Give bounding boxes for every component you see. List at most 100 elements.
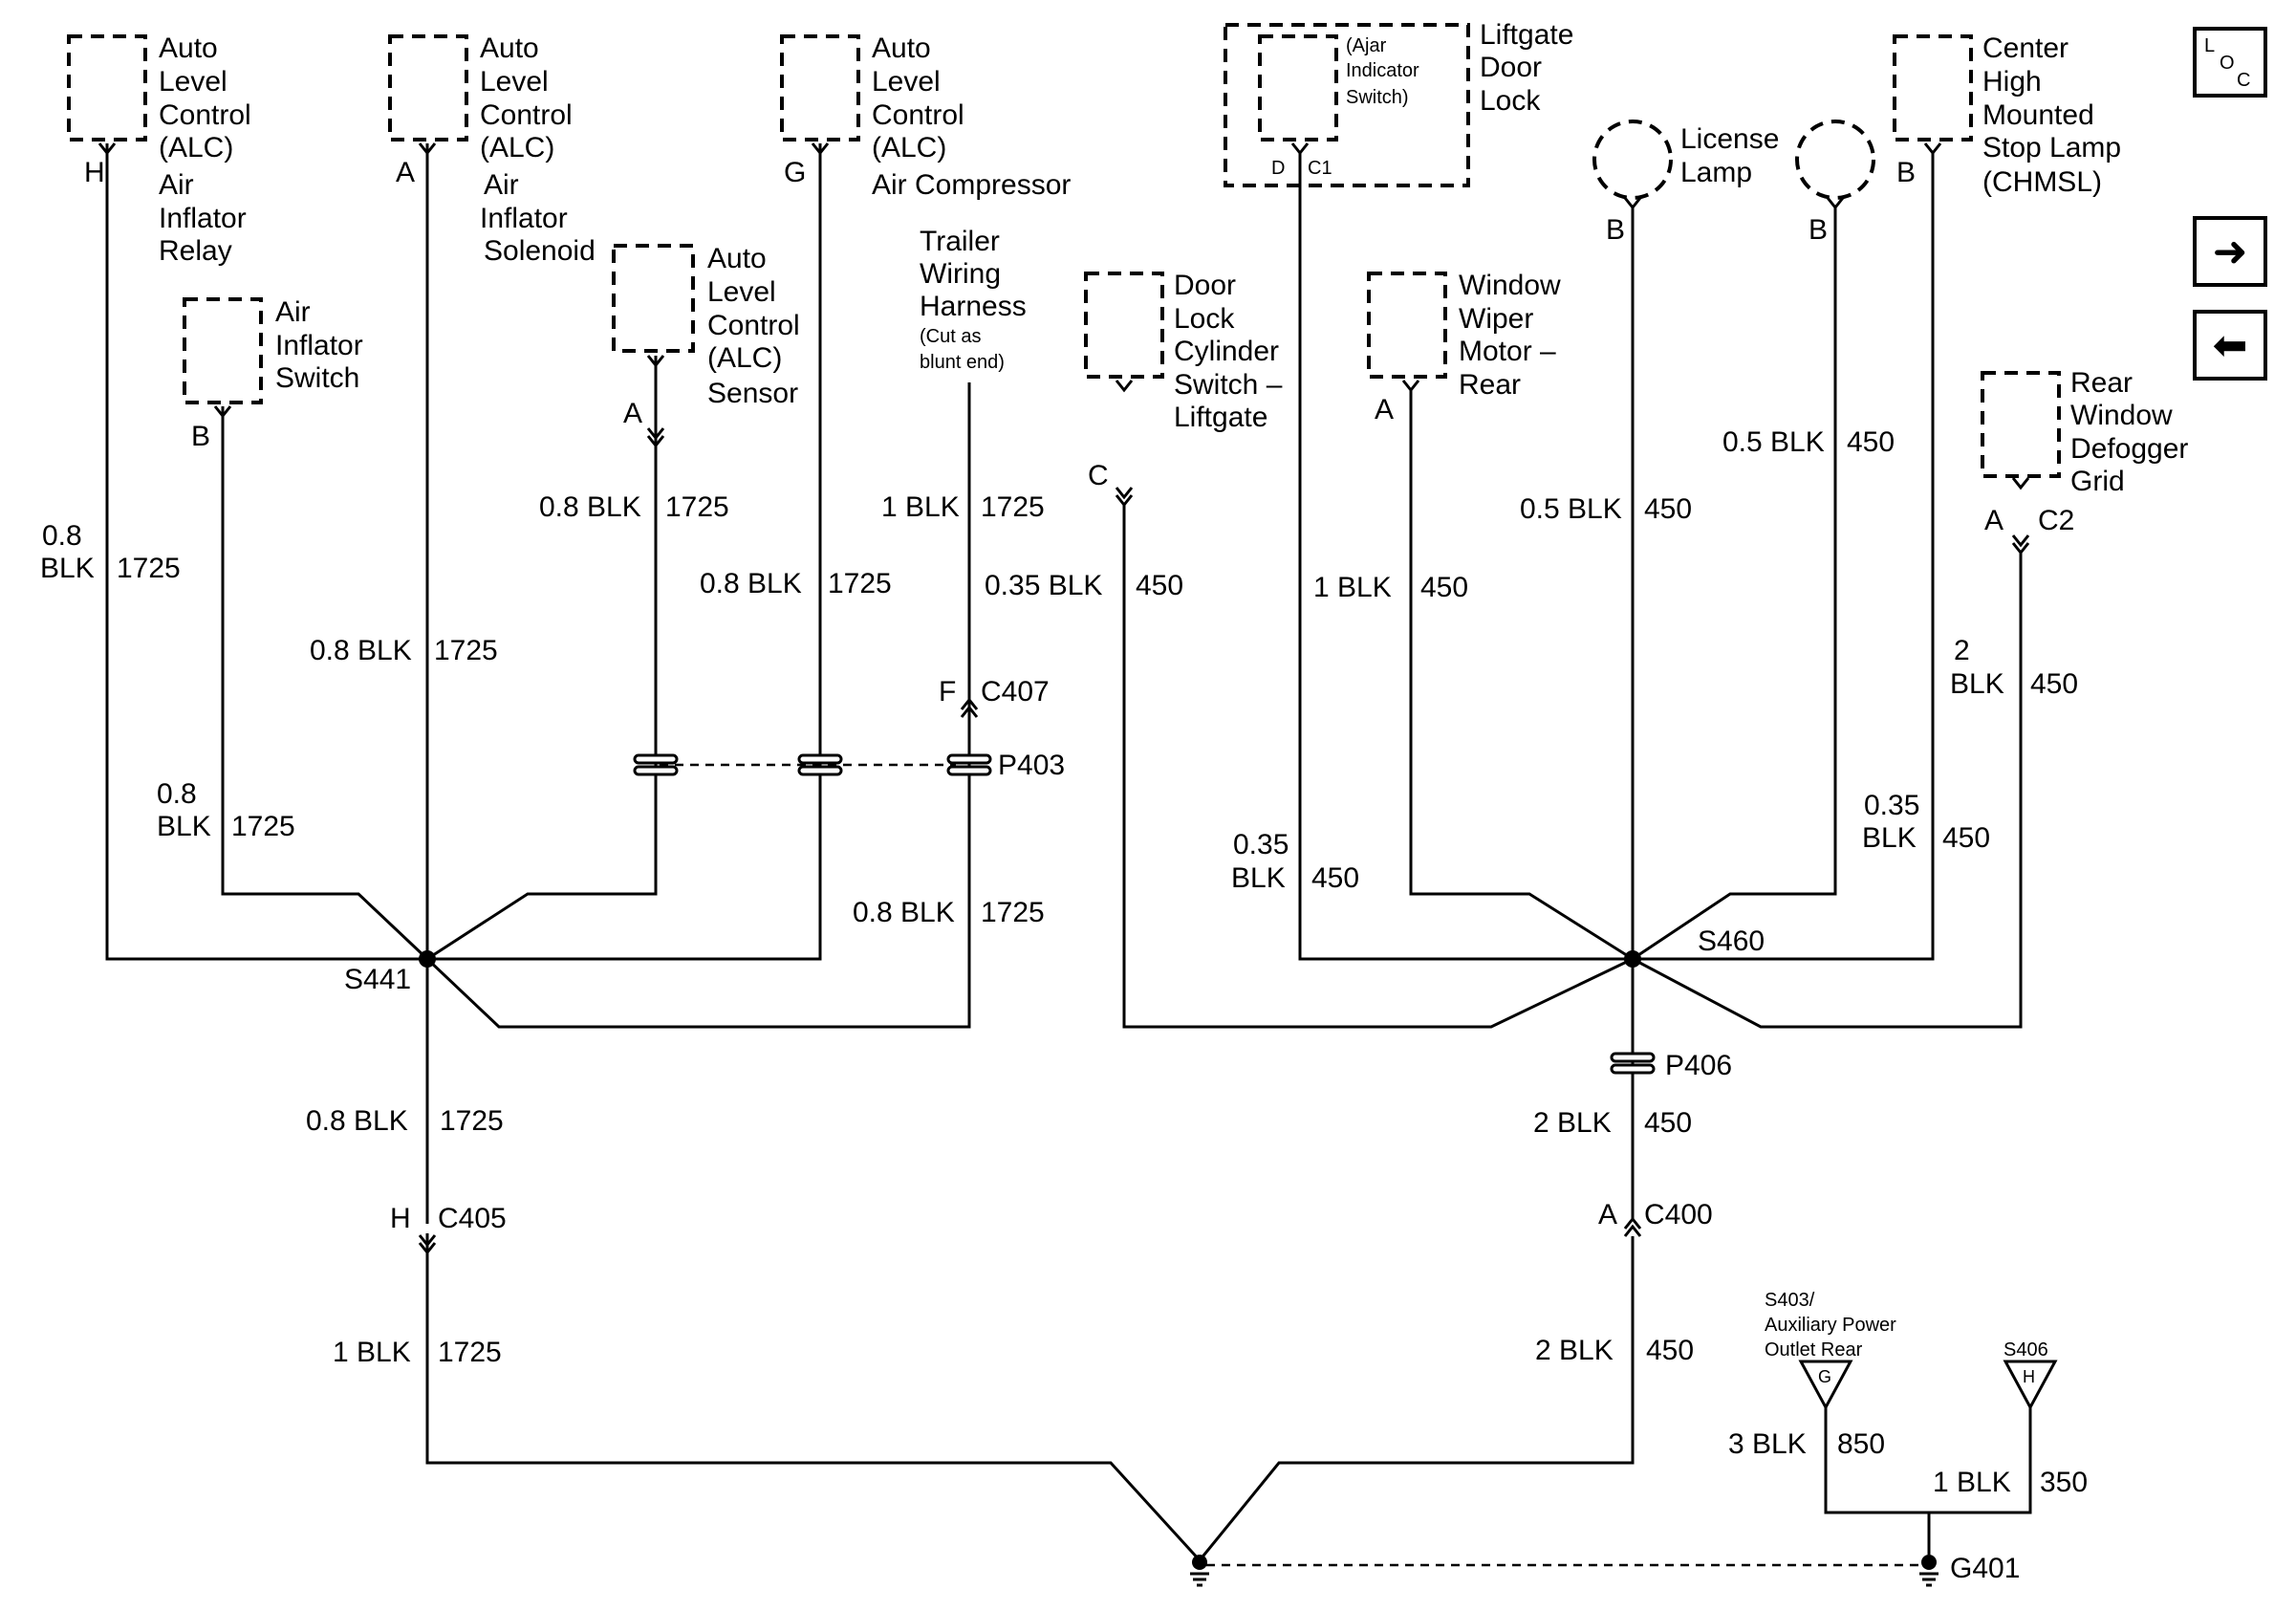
- wires-left: [105, 143, 1202, 1562]
- wire-c400-to-ground: [1198, 1236, 1635, 1561]
- splice-s460-dot: [1624, 950, 1641, 968]
- component-rear-window-defogger-grid: A C2 Rear Window Defogger Grid: [1981, 367, 2197, 536]
- wire-door-lock: [1122, 505, 1634, 1029]
- svg-text:A: A: [1984, 505, 2004, 536]
- svg-text:G: G: [1818, 1367, 1831, 1386]
- svg-text:Auto Level Control: Auto Level Control (ALC) Air Inflator So…: [480, 33, 596, 267]
- svg-text:A: A: [1598, 1199, 1617, 1230]
- svg-text:A: A: [1375, 394, 1394, 425]
- wire-c405-to-ground: [425, 1233, 1202, 1562]
- svg-text:450: 450: [1311, 862, 1359, 894]
- svg-text:0.8 BLK: 0.8 BLK: [700, 568, 802, 599]
- svg-text:0.35 BLK: 0.35 BLK: [985, 570, 1102, 601]
- svg-text:450: 450: [1644, 493, 1692, 525]
- svg-text:1725: 1725: [117, 553, 181, 584]
- next-page-button[interactable]: ➜: [2193, 216, 2267, 287]
- svg-text:0.8: 0.8: [42, 520, 82, 552]
- svg-text:0.5 BLK: 0.5 BLK: [1722, 426, 1825, 458]
- svg-text:Door Lock Cylinder: Door Lock Cylinder Switch – Liftgate: [1174, 270, 1290, 433]
- svg-text:450: 450: [2030, 668, 2078, 700]
- component-chmsl: B Center High Mounted Stop Lamp (CHMSL): [1893, 33, 2129, 198]
- svg-text:C: C: [1088, 460, 1109, 491]
- svg-text:1725: 1725: [231, 811, 295, 842]
- svg-text:1 BLK: 1 BLK: [333, 1337, 411, 1368]
- svg-text:450: 450: [1136, 570, 1183, 601]
- wire-trailer: [425, 382, 971, 1029]
- svg-text:Auto Level Control: Auto Level Control (ALC) Sensor: [707, 243, 808, 409]
- svg-text:350: 350: [2040, 1467, 2088, 1498]
- svg-text:License Lamp: License Lamp: [1680, 123, 1787, 188]
- svg-text:H: H: [84, 157, 105, 188]
- svg-text:D: D: [1271, 158, 1285, 179]
- svg-text:O: O: [2220, 53, 2235, 74]
- loc-button[interactable]: L O C: [2193, 27, 2267, 98]
- svg-text:0.8 BLK: 0.8 BLK: [539, 491, 641, 523]
- wire-wiper: [1409, 390, 1634, 961]
- component-door-lock-cylinder-switch: C Door Lock Cylinder Switch – Liftgate: [1084, 270, 1290, 491]
- svg-text:1725: 1725: [828, 568, 892, 599]
- connector-labels: F C407 P403 H C405 A C400 P406 S441 S460: [344, 676, 1765, 1234]
- svg-text:S406: S406: [2004, 1339, 2048, 1361]
- svg-text:G401: G401: [1950, 1553, 2020, 1584]
- svg-text:Rear Window Defogg: Rear Window Defogger Grid: [2070, 367, 2197, 497]
- ground-g401: G401: [1190, 1553, 2020, 1587]
- svg-text:(Cut as blunt end): (Cut as blunt end): [920, 326, 1005, 373]
- ref-s406: S406 H: [1929, 1339, 2058, 1514]
- wire-sensor: [426, 356, 658, 961]
- svg-text:0.5 BLK: 0.5 BLK: [1520, 493, 1622, 525]
- svg-text:1 BLK: 1 BLK: [1313, 572, 1392, 603]
- svg-text:450: 450: [1847, 426, 1895, 458]
- svg-text:Trailer Wiring Har: Trailer Wiring Harness: [920, 226, 1027, 322]
- svg-text:BLK: BLK: [1862, 822, 1917, 854]
- svg-text:P403: P403: [998, 750, 1065, 781]
- svg-text:C407: C407: [981, 676, 1050, 708]
- svg-text:450: 450: [1644, 1107, 1692, 1139]
- svg-text:450: 450: [1646, 1335, 1694, 1366]
- svg-text:Center High Mounte: Center High Mounted Stop Lamp (CHMSL): [1982, 33, 2129, 198]
- svg-text:Auto Level Control: Auto Level Control (ALC) Air Compressor: [872, 33, 1071, 201]
- wire-labels: 0.8 BLK 1725 0.8 BLK 1725 0.8 BLK 1725 0…: [40, 426, 2088, 1498]
- arrow-right-icon: ➜: [2213, 229, 2248, 275]
- svg-text:850: 850: [1837, 1428, 1885, 1460]
- svg-text:BLK: BLK: [1231, 862, 1286, 894]
- component-liftgate-door-lock: (Ajar Indicator Switch) D C1 Liftgate Do…: [1224, 19, 1582, 187]
- wire-switch: [221, 406, 429, 961]
- component-alc-sensor: A Auto Level Control (ALC) Sensor: [612, 243, 808, 429]
- component-alc-air-inflator-solenoid: A Auto Level Control (ALC) Air Inflator …: [388, 33, 596, 267]
- svg-text:(Ajar Indicator Sw: (Ajar Indicator Switch): [1346, 35, 1424, 108]
- component-rear-window-wiper-motor: A Window Wiper Motor – Rear: [1367, 270, 1561, 425]
- svg-text:0.35: 0.35: [1864, 790, 1919, 821]
- svg-text:1 BLK: 1 BLK: [881, 491, 960, 523]
- svg-text:1725: 1725: [438, 1337, 502, 1368]
- svg-text:BLK: BLK: [40, 553, 95, 584]
- previous-page-button[interactable]: ⬅: [2193, 310, 2267, 381]
- svg-text:0.8: 0.8: [157, 778, 197, 810]
- svg-text:1725: 1725: [981, 897, 1045, 928]
- svg-text:C1: C1: [1308, 158, 1332, 179]
- svg-text:BLK: BLK: [1950, 668, 2004, 700]
- component-alc-air-inflator-relay: H Auto Level Control (ALC) Air Inflator …: [67, 33, 251, 267]
- wire-relay: [105, 143, 427, 961]
- wire-chmsl: [1633, 153, 1935, 961]
- svg-text:B: B: [1606, 214, 1625, 246]
- svg-text:0.35: 0.35: [1233, 829, 1289, 860]
- svg-text:3 BLK: 3 BLK: [1728, 1428, 1807, 1460]
- wire-defogger: [1632, 553, 2023, 1029]
- svg-text:B: B: [1896, 157, 1916, 188]
- component-license-lamp: B B License Lamp: [1592, 120, 1875, 246]
- svg-text:F: F: [939, 676, 956, 708]
- component-alc-air-compressor: G Auto Level Control (ALC) Air Compresso…: [780, 33, 1071, 201]
- svg-text:Liftgate Door Lock: Liftgate Door Lock: [1480, 19, 1582, 117]
- arrow-left-icon: ⬅: [2213, 322, 2248, 369]
- svg-text:1725: 1725: [665, 491, 729, 523]
- svg-text:2 BLK: 2 BLK: [1535, 1335, 1614, 1366]
- svg-text:C: C: [2237, 70, 2250, 91]
- component-air-inflator-switch: B Air Inflator Switch: [183, 296, 363, 452]
- pass-through-p406: [1610, 1052, 1656, 1075]
- svg-text:S441: S441: [344, 964, 411, 995]
- svg-text:0.8 BLK: 0.8 BLK: [310, 635, 412, 666]
- svg-text:B: B: [191, 421, 210, 452]
- wire-compressor: [427, 143, 822, 961]
- svg-text:450: 450: [1420, 572, 1468, 603]
